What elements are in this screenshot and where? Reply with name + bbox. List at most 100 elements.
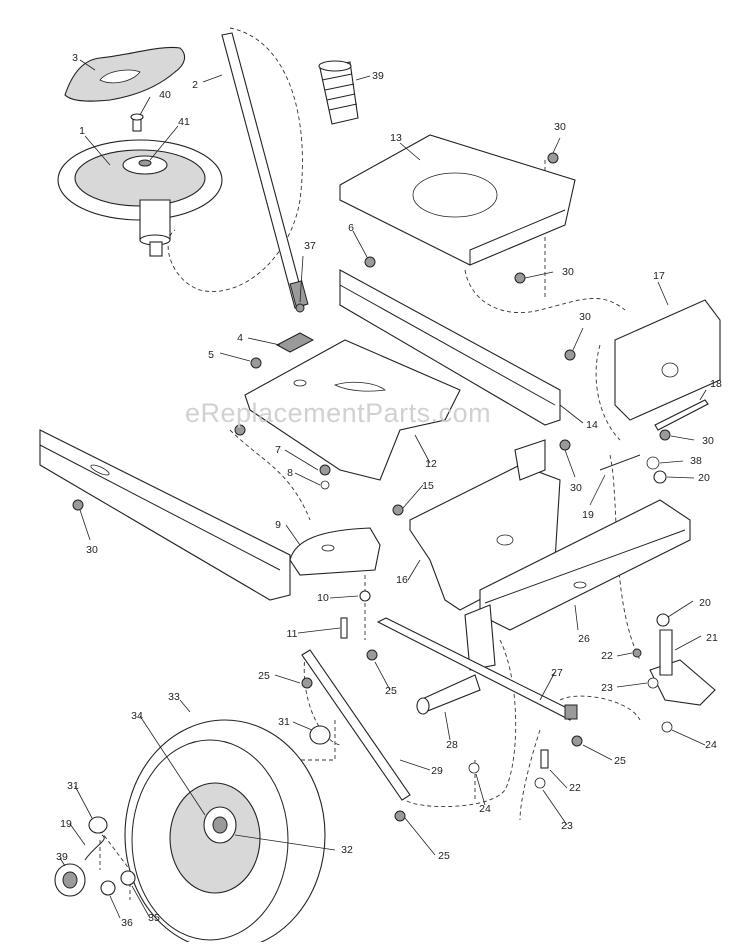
callout-10: 10 — [317, 591, 329, 604]
leader-34 — [139, 715, 206, 816]
callout-27: 27 — [551, 666, 563, 679]
leader-33 — [179, 699, 191, 713]
plate-hole — [293, 379, 307, 387]
part-20-bushing-b — [656, 613, 670, 627]
leader-7 — [284, 449, 319, 471]
callout-30b: 30 — [562, 265, 574, 278]
leader-28 — [444, 711, 451, 741]
callout-2: 2 — [192, 78, 198, 91]
part-10-bushing — [359, 590, 371, 602]
leader-14 — [559, 404, 584, 424]
part-30-bolt-f — [72, 499, 84, 511]
watermark: eReplacementParts.com — [185, 398, 492, 428]
callout-43: 41 — [178, 115, 190, 128]
leader-25a — [274, 674, 301, 684]
leader-2 — [202, 74, 223, 83]
leader-38 — [299, 255, 304, 303]
callout-20a: 20 — [698, 471, 710, 484]
callout-33: 33 — [168, 690, 180, 703]
part-25-nut-c — [571, 735, 583, 747]
leader-36 — [109, 895, 121, 919]
leader-25c — [582, 744, 613, 761]
callout-17: 17 — [653, 269, 665, 282]
leader-39 — [59, 857, 66, 867]
callout-26: 26 — [578, 632, 590, 645]
callout-6: 6 — [348, 221, 354, 234]
part-18-bolt — [654, 399, 709, 431]
leader-29 — [399, 759, 431, 771]
part-24-washer-b — [468, 762, 480, 774]
part-43-nut — [138, 159, 152, 167]
leader-25b — [374, 661, 391, 691]
spindle-end — [416, 697, 430, 715]
leader-25d — [404, 817, 436, 856]
part-4-bracket — [275, 332, 315, 353]
leader-43 — [149, 125, 179, 161]
wheel-column — [139, 199, 171, 241]
callout-20b: 20 — [699, 596, 711, 609]
leader-8 — [294, 472, 321, 486]
callout-34: 34 — [131, 709, 143, 722]
callout-22a: 22 — [601, 649, 613, 662]
plate-slot — [333, 381, 386, 392]
part-35-washer — [120, 870, 136, 886]
frame-rail-left-edge — [39, 444, 281, 571]
part-31-bushing-b — [88, 816, 108, 834]
part-24-washer — [661, 721, 673, 733]
leader-10 — [329, 595, 359, 599]
frame-rail-right — [339, 269, 561, 426]
part-6-bolt — [364, 256, 376, 268]
leader-22b — [549, 769, 568, 789]
leader-30c — [572, 327, 584, 351]
frame-rail-left — [39, 429, 291, 601]
dash-31 — [300, 720, 336, 761]
callout-25a: 25 — [258, 669, 270, 682]
leader-31a — [292, 721, 313, 731]
part-15-bolt — [392, 504, 404, 516]
callout-23b: 23 — [561, 819, 573, 832]
part-25-nut-a — [301, 677, 313, 689]
dash-19-axle — [609, 454, 641, 661]
part-25-nut-b — [366, 649, 378, 661]
part-2-steering-shaft — [221, 32, 306, 309]
callout-25b: 25 — [385, 684, 397, 697]
leader-20a — [666, 476, 695, 479]
cap-center — [62, 871, 78, 889]
leader-16 — [407, 559, 421, 581]
leader-4 — [247, 337, 281, 346]
part-19-pin-b — [599, 454, 641, 471]
part-30-bolt-c — [564, 349, 576, 361]
part-20-bushing — [653, 470, 667, 484]
leader-22a — [616, 652, 633, 657]
leader-15 — [402, 484, 424, 509]
dash-spindle — [404, 639, 517, 807]
callout-16: 16 — [396, 573, 408, 586]
callout-4: 4 — [237, 331, 243, 344]
leader-41 — [139, 96, 151, 116]
leader-1 — [84, 135, 111, 166]
callout-31a: 31 — [278, 715, 290, 728]
callout-36: 36 — [121, 916, 133, 929]
boot-ribs — [321, 73, 358, 111]
part-5-nut — [250, 357, 262, 369]
leader-19b — [589, 474, 606, 506]
callout-21: 21 — [706, 631, 718, 644]
leader-9 — [285, 524, 301, 546]
callout-31b: 31 — [67, 779, 79, 792]
bracket-hole — [496, 534, 514, 546]
part-8-washer — [320, 480, 330, 490]
leader-30f — [79, 509, 91, 541]
callout-30f: 30 — [86, 543, 98, 556]
leader-30e — [564, 449, 576, 478]
dash-frame-plate — [229, 429, 311, 521]
axle-slot — [573, 581, 587, 589]
callout-25d: 25 — [438, 849, 450, 862]
callout-15: 15 — [422, 479, 434, 492]
leader-32 — [234, 834, 336, 851]
leader-18 — [699, 389, 707, 401]
part-41-head — [130, 113, 144, 121]
callout-40: 39 — [372, 69, 384, 82]
part-29-drag-link — [301, 649, 411, 801]
leader-40 — [355, 75, 371, 81]
